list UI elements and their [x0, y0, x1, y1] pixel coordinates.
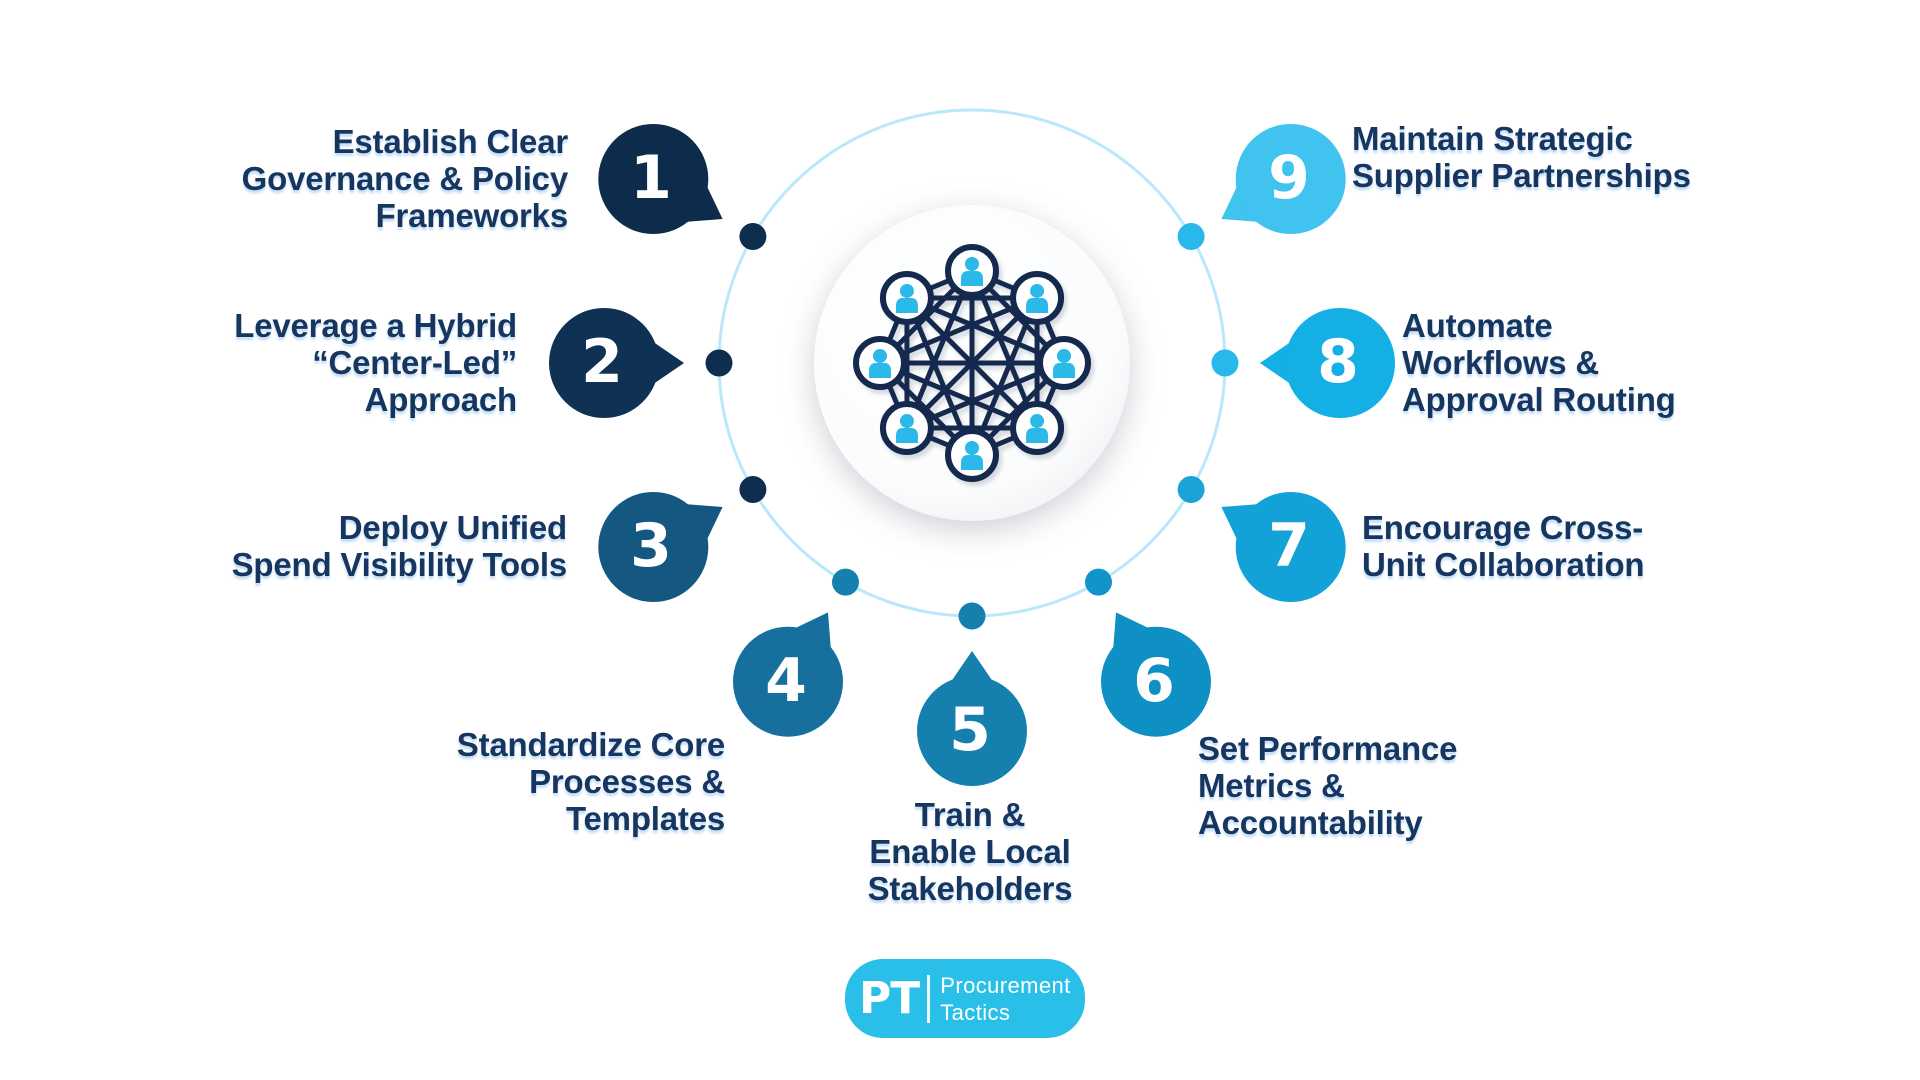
network-person-node: [945, 244, 999, 298]
step-8-label: Automate Workflows & Approval Routing: [1402, 307, 1676, 418]
step-6-bubble: [1101, 626, 1211, 737]
logo-name: Procurement Tactics: [940, 972, 1071, 1025]
step-3-ring-dot: [739, 476, 767, 503]
step-8-ring-dot: [1211, 349, 1239, 377]
person-body: [895, 297, 918, 313]
logo-abbr: PT: [859, 973, 920, 1024]
network-edge: [905, 295, 1065, 366]
step-2-bubble: [549, 308, 659, 418]
person-head: [965, 257, 979, 271]
step-9-label: Maintain Strategic Supplier Partnerships: [1352, 120, 1691, 194]
network-edge: [905, 296, 1039, 430]
step-7-ring-dot: [1177, 476, 1205, 503]
person-head: [873, 349, 887, 363]
step-1-bubble: [598, 124, 709, 234]
step-5-ring-dot: [958, 602, 986, 630]
person-body: [895, 428, 918, 444]
person-head: [899, 283, 914, 298]
step-5-bubble-tail: [949, 651, 995, 685]
network-person-node: [1010, 401, 1065, 456]
step-5-bubble: [917, 676, 1027, 786]
step-2-label: Leverage a Hybrid “Center-Led” Approach: [234, 307, 517, 418]
person-head: [899, 414, 914, 429]
person-body: [1053, 363, 1075, 378]
network-person-node: [945, 428, 999, 482]
person-head: [1030, 414, 1045, 429]
step-4-bubble: [733, 626, 843, 737]
step-6-ring-dot: [1085, 568, 1112, 596]
person-head: [1057, 349, 1071, 363]
step-4-label: Standardize Core Processes & Templates: [456, 726, 725, 837]
network-person-node: [879, 401, 934, 456]
person-head: [965, 441, 979, 455]
network-person-node: [1037, 336, 1091, 390]
person-body: [869, 363, 891, 378]
step-2-bubble-tail: [650, 340, 684, 386]
step-8-bubble: [1285, 308, 1395, 418]
network-person-node: [853, 336, 907, 390]
step-2-ring-dot: [705, 349, 733, 377]
step-1-ring-dot: [739, 223, 767, 250]
step-1-label: Establish Clear Governance & Policy Fram…: [241, 123, 569, 234]
step-8-bubble-tail: [1260, 340, 1294, 386]
network-person-node: [1010, 270, 1065, 325]
network-edge: [904, 296, 975, 456]
step-9-bubble: [1235, 124, 1346, 234]
step-9-ring-dot: [1177, 223, 1205, 250]
procurement-tactics-logo: PT Procurement Tactics: [845, 959, 1085, 1038]
network-person-node: [879, 270, 934, 325]
step-7-bubble: [1235, 492, 1346, 602]
person-head: [1030, 283, 1045, 298]
person-body: [961, 455, 983, 470]
step-3-bubble: [598, 492, 709, 602]
person-body: [961, 271, 983, 286]
step-6-label: Set Performance Metrics & Accountability: [1198, 730, 1458, 841]
step-7-label: Encourage Cross- Unit Collaboration: [1362, 509, 1645, 583]
people-network-icon: [853, 244, 1091, 482]
person-body: [1026, 297, 1049, 313]
step-3-label: Deploy Unified Spend Visibility Tools: [231, 509, 568, 583]
step-4-ring-dot: [832, 568, 859, 596]
step-5-label: Train & Enable Local Stakeholders: [867, 796, 1073, 907]
logo-divider: [927, 974, 931, 1023]
person-body: [1026, 428, 1049, 444]
